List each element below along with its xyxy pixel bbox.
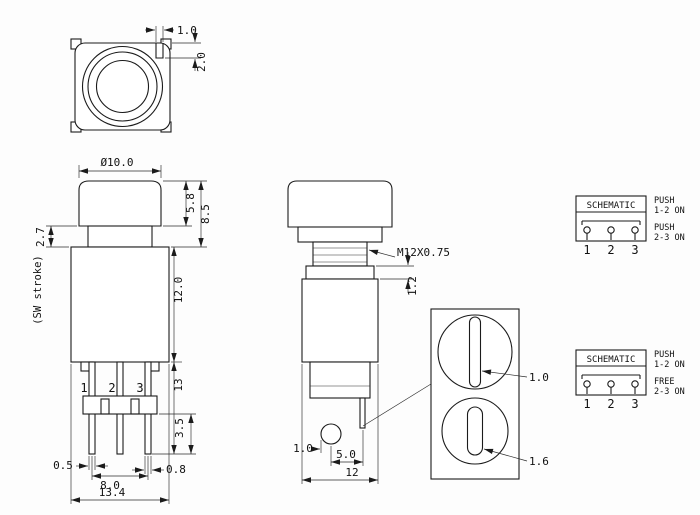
schematic-pin-2: 2 (607, 243, 614, 257)
dim-stroke: 2.7 (34, 225, 77, 248)
dim-notch-width: 1.0 (145, 24, 197, 42)
dim-body-depth: 12 (301, 364, 379, 484)
schematic-pin-1: 1 (583, 243, 590, 257)
dim-label: 12.0 (172, 277, 185, 304)
button-cap-side (287, 180, 393, 228)
dim-label: 1.0 (529, 371, 549, 384)
dim-label: 5.8 (184, 193, 197, 213)
schematic-note: 2-3 ON (654, 387, 685, 397)
dim-oval-width: 1.6 (483, 448, 549, 468)
pin-side (359, 397, 366, 429)
schematic-note: PUSH (654, 350, 674, 360)
cap-mid-circle (87, 51, 158, 122)
schematic-pin-3: 3 (631, 243, 638, 257)
stroke-note: (SW stroke) (32, 255, 44, 325)
plate-slot (130, 398, 140, 415)
schematic-note: PUSH (654, 196, 674, 206)
dim-boss: 1.0 (293, 440, 322, 455)
dim-label: 1.2 (406, 276, 419, 296)
schematic-note: 1-2 ON (654, 360, 685, 370)
bottom-view-outline (430, 308, 520, 480)
terminal-3 (631, 226, 639, 234)
index-notch (155, 43, 164, 59)
pin-number-3: 3 (136, 381, 143, 395)
schematic-note: 2-3 ON (654, 233, 685, 243)
round-boss (437, 314, 513, 390)
schematic-pin-1: 1 (583, 397, 590, 411)
dim-label: 1.0 (177, 24, 197, 37)
top-view: 1.0 2.0 (70, 24, 208, 133)
schematic-2: SCHEMATIC 1 2 3 PUSH 1-2 ON FREE 2-3 ON (575, 349, 685, 411)
switch-body (70, 246, 170, 363)
pin-number-1: 1 (80, 381, 87, 395)
thread-label: M12X0.75 (397, 246, 450, 259)
dim-label: 12 (345, 466, 358, 479)
cap-neck (87, 225, 153, 248)
dim-boss-position: 5.0 (330, 430, 364, 466)
switch-base-outline (74, 42, 171, 131)
dim-body-width: 13.4 (70, 364, 170, 504)
dim-cap-diameter: Ø10.0 (78, 156, 162, 178)
schematic-note: 1-2 ON (654, 206, 685, 216)
dim-pin-length: 3.5 (159, 413, 196, 454)
schematic-title: SCHEMATIC (587, 201, 636, 211)
dim-notch-depth: 2.0 (165, 29, 208, 72)
dim-cap-total-height: 8.5 (171, 181, 212, 248)
dim-washer-thickness: 1.2 (376, 252, 419, 296)
thread-callout: M12X0.75 (368, 246, 450, 259)
dim-pin-thickness: 0.5 (53, 456, 108, 472)
terminal-1 (583, 226, 591, 234)
dim-label: 13 (172, 378, 185, 391)
dim-label: 3.5 (173, 418, 186, 438)
schematic-title: SCHEMATIC (587, 355, 636, 365)
schematic-note: PUSH (654, 223, 674, 233)
lower-housing-side (309, 361, 371, 399)
dim-label: 2.7 (34, 227, 47, 247)
dim-label: 1.6 (529, 455, 549, 468)
oval-boss (441, 397, 509, 465)
terminal-1 (583, 380, 591, 388)
plate-slot (100, 398, 110, 415)
locating-boss-side (320, 423, 342, 445)
cap-inner-circle (95, 59, 150, 114)
dim-label: Ø10.0 (100, 156, 133, 169)
dim-label: 0.8 (166, 463, 186, 476)
dim-body-height: 12.0 (171, 247, 185, 363)
side-view: M12X0.75 1.2 1.0 5.0 12 (287, 180, 450, 484)
schematic-note: FREE (654, 377, 674, 387)
bottom-detail-view: 1.0 1.6 (430, 308, 549, 480)
switch-body-side (301, 278, 379, 363)
pin-number-2: 2 (108, 381, 115, 395)
cap-flange (297, 226, 383, 243)
dim-pin-width: 0.8 (132, 456, 186, 476)
washer (305, 265, 375, 280)
threaded-bushing (312, 241, 368, 267)
dim-label: 8.5 (199, 204, 212, 224)
dim-label: 8.0 (100, 479, 120, 492)
dim-label: 2.0 (195, 52, 208, 72)
dim-pin-pitch: 8.0 (91, 456, 149, 492)
schematic-pin-2: 2 (607, 397, 614, 411)
terminal-3 (631, 380, 639, 388)
dim-lower-height: 13 (152, 362, 196, 455)
dim-label: 5.0 (336, 448, 356, 461)
button-cap (78, 180, 162, 227)
cap-outer-circle (81, 45, 164, 128)
front-view: 1 2 3 Ø10.0 5.8 8.5 2.7 (SW stroke) (32, 156, 212, 504)
terminal-2 (607, 226, 615, 234)
dim-label: 1.0 (293, 442, 313, 455)
dim-slot-width: 1.0 (481, 369, 549, 384)
terminal-2 (607, 380, 615, 388)
schematic-1: SCHEMATIC 1 2 3 PUSH 1-2 ON PUSH 2-3 ON (575, 195, 685, 257)
base-plate (82, 395, 158, 415)
schematic-pin-3: 3 (631, 397, 638, 411)
detail-leader-line (362, 383, 432, 427)
dim-label: 13.4 (99, 486, 126, 499)
dim-label: 0.5 (53, 459, 73, 472)
oval-slot (466, 406, 484, 456)
boss-slot (468, 316, 482, 388)
